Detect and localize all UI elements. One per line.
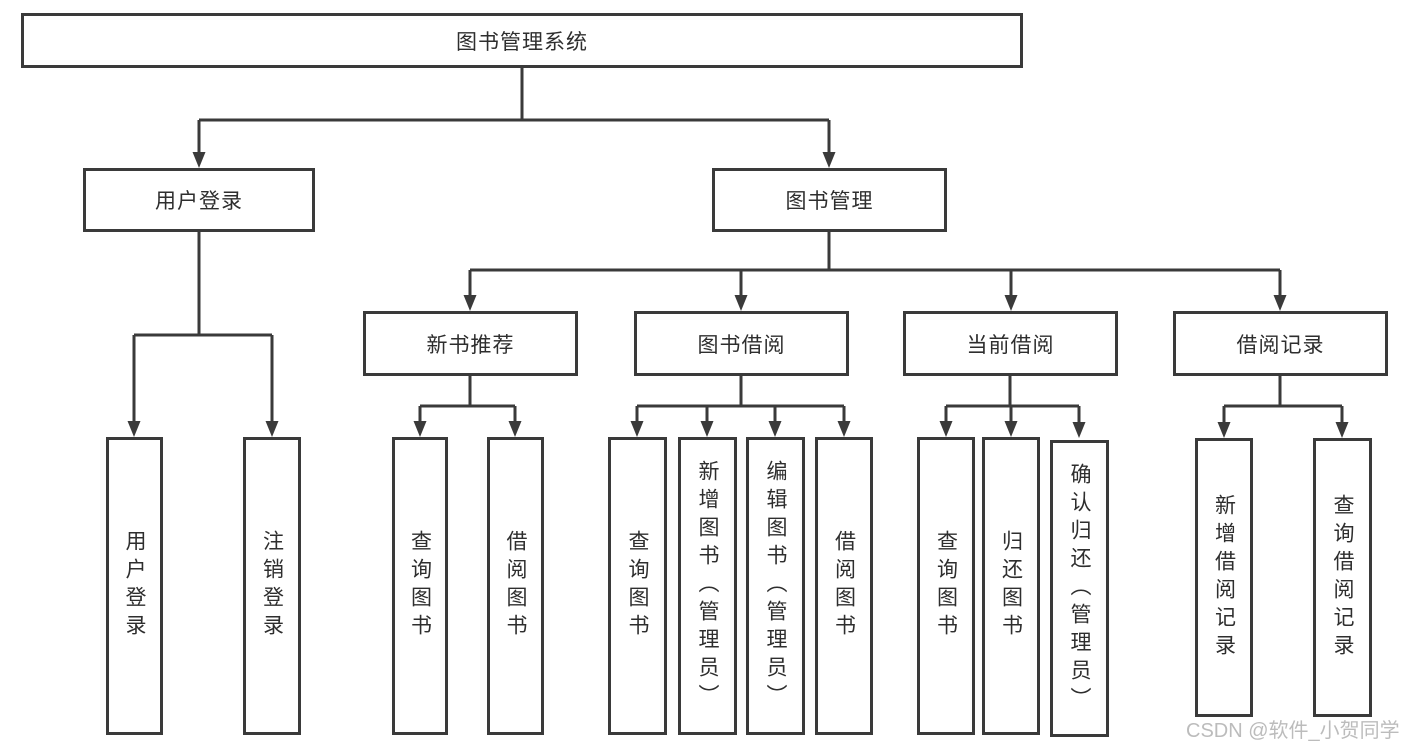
leaf-add-borrow-record-label: 新增借阅记录 [1212, 493, 1236, 662]
leaf-query-book-1: 查询图书 [392, 437, 448, 735]
leaf-query-book-2-label: 查询图书 [626, 530, 649, 642]
leaf-query-book-3: 查询图书 [917, 437, 975, 735]
leaf-logout-login: 注销登录 [243, 437, 301, 735]
node-user-login-label: 用户登录 [155, 190, 243, 213]
node-borrow-records-label: 借阅记录 [1236, 333, 1325, 357]
node-book-management-label: 图书管理 [785, 190, 874, 213]
leaf-user-login: 用户登录 [106, 437, 163, 735]
leaf-add-borrow-record: 新增借阅记录 [1195, 438, 1253, 717]
leaf-return-book: 归还图书 [982, 437, 1040, 735]
leaf-query-book-1-label: 查询图书 [408, 530, 432, 642]
node-current-borrow: 当前借阅 [903, 311, 1118, 376]
node-book-borrow-label: 图书借阅 [697, 333, 786, 357]
leaf-user-login-label: 用户登录 [123, 530, 146, 642]
leaf-query-borrow-record: 查询借阅记录 [1313, 438, 1372, 717]
node-book-management: 图书管理 [712, 168, 947, 232]
leaf-add-book-admin-label: 新增图书（管理员） [696, 460, 719, 712]
node-new-book-recommend: 新书推荐 [363, 311, 578, 376]
csdn-watermark: CSDN @软件_小贺同学 [1186, 720, 1400, 742]
arrowheads [127, 152, 1349, 438]
leaf-borrow-book-2: 借阅图书 [815, 437, 873, 735]
node-user-login: 用户登录 [83, 168, 315, 232]
leaf-confirm-return-admin-label: 确认归还（管理员） [1068, 462, 1091, 715]
leaf-query-book-2: 查询图书 [608, 437, 667, 735]
node-root: 图书管理系统 [21, 13, 1023, 68]
leaf-query-borrow-record-label: 查询借阅记录 [1331, 493, 1354, 662]
leaf-borrow-book-2-label: 借阅图书 [832, 530, 856, 642]
leaf-logout-login-label: 注销登录 [260, 530, 284, 642]
leaf-add-book-admin: 新增图书（管理员） [678, 437, 737, 735]
leaf-borrow-book-1: 借阅图书 [487, 437, 544, 735]
node-book-borrow: 图书借阅 [634, 311, 849, 376]
leaf-confirm-return-admin: 确认归还（管理员） [1050, 440, 1109, 737]
node-root-label: 图书管理系统 [456, 30, 588, 54]
leaf-edit-book-admin: 编辑图书（管理员） [746, 437, 805, 735]
node-current-borrow-label: 当前借阅 [966, 333, 1055, 357]
leaf-edit-book-admin-label: 编辑图书（管理员） [764, 460, 787, 712]
leaf-return-book-label: 归还图书 [999, 530, 1023, 642]
node-new-book-recommend-label: 新书推荐 [426, 333, 515, 357]
leaf-borrow-book-1-label: 借阅图书 [504, 530, 527, 642]
leaf-query-book-3-label: 查询图书 [934, 530, 958, 642]
node-borrow-records: 借阅记录 [1173, 311, 1388, 376]
